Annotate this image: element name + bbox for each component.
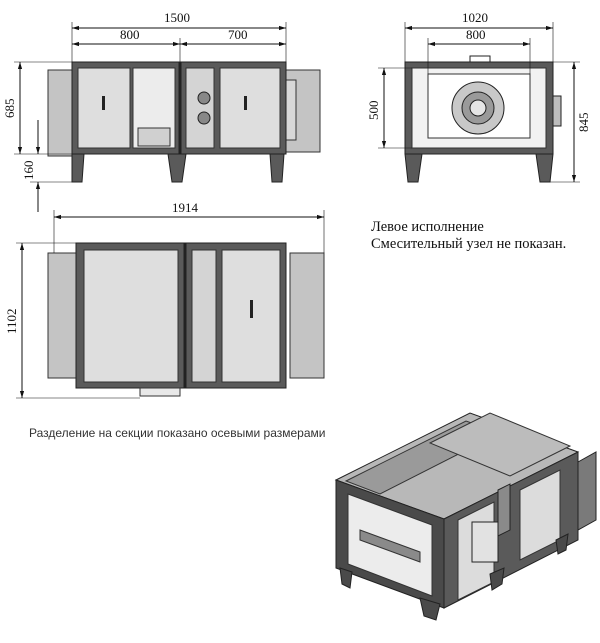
top-dim-1102: 1102 <box>4 308 19 334</box>
front-dim-160: 160 <box>21 161 36 181</box>
end-dim-500: 500 <box>366 101 381 121</box>
top-dim-1914: 1914 <box>172 200 199 215</box>
note-line-1: Левое исполнение <box>371 219 484 235</box>
end-dim-800: 800 <box>466 27 486 42</box>
top-view: 1914 1102 <box>4 200 325 399</box>
note-line-2: Смесительный узел не показан. <box>371 236 567 252</box>
end-view: 1020 800 500 845 <box>366 10 591 183</box>
isometric-view <box>334 412 597 621</box>
front-dim-700: 700 <box>228 27 248 42</box>
front-view: 1500 800 700 685 160 <box>2 10 321 212</box>
front-dim-685: 685 <box>2 99 17 119</box>
front-dim-800: 800 <box>120 27 140 42</box>
end-dim-1020: 1020 <box>462 10 488 25</box>
sections-caption: Разделение на секции показано осевыми ра… <box>29 426 326 440</box>
notes-block: Левое исполнение Смесительный узел не по… <box>371 219 566 253</box>
end-dim-845: 845 <box>576 113 591 133</box>
front-dim-1500: 1500 <box>164 10 190 25</box>
